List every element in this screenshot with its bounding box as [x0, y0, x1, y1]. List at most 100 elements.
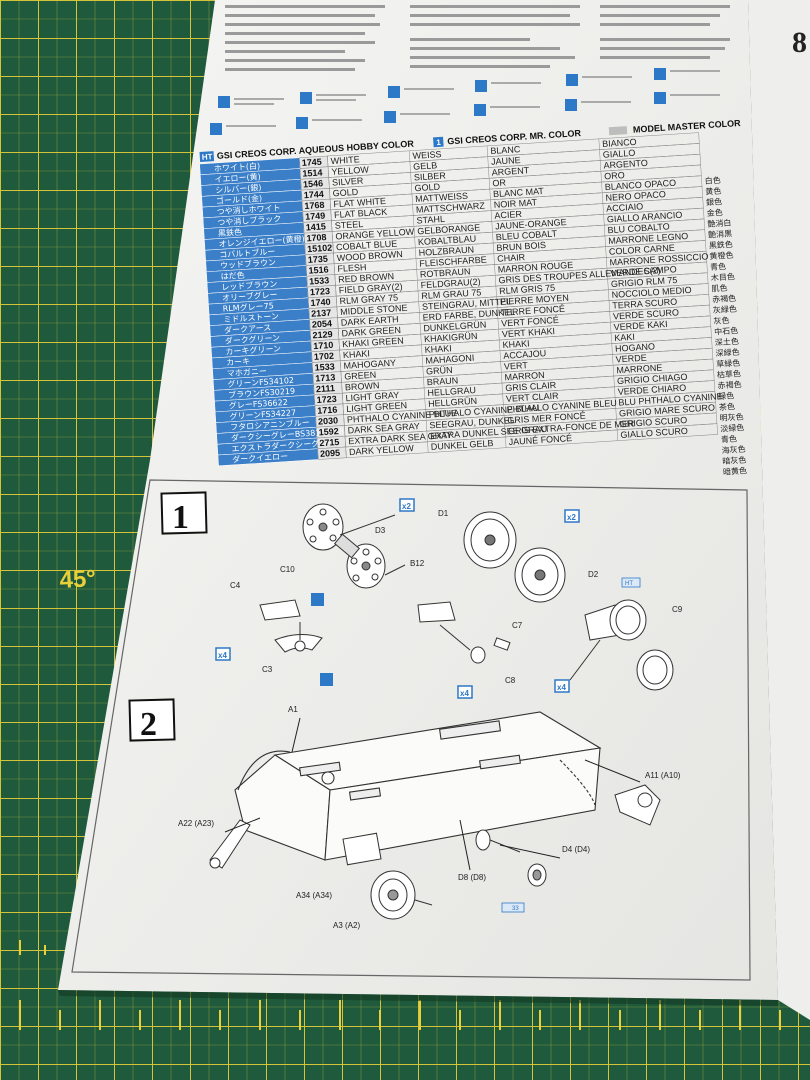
paint-jp: グレーFS36622	[229, 397, 289, 411]
paint-en: FIELD GRAY(2)	[339, 281, 403, 295]
paint-code: 2111	[316, 383, 336, 394]
legend-icon-3	[388, 86, 400, 98]
qty-x4-a: x4	[218, 651, 227, 660]
paint-code: 1710	[313, 340, 334, 351]
qty-x4-icon-a	[215, 647, 231, 661]
label-d3: D3	[375, 526, 386, 535]
paint-code: 1716	[317, 405, 338, 416]
step1-number: 1	[172, 499, 189, 536]
paint-en: KHAKI	[343, 348, 371, 360]
right-jp-label: 中石色	[714, 325, 739, 336]
paint-de: BRAUN	[426, 375, 458, 387]
paint-code: 1749	[305, 211, 326, 222]
label-d2: D2	[588, 570, 599, 579]
legend-icon-7	[210, 123, 222, 135]
paint-de: GRÜN	[426, 365, 453, 377]
paint-it: GIALLO ARANCIO	[607, 210, 683, 225]
right-jp-label: 灰緑色	[713, 304, 738, 315]
paint-en: YELLOW	[331, 164, 370, 176]
paint-fr: MARRON	[504, 370, 545, 382]
paint-de: MATTSCHWARZ	[416, 200, 486, 214]
paint-code: 1713	[315, 372, 336, 383]
paint-de: KOBALTBLAU	[418, 234, 477, 248]
paint-it: GRIGIO CHIAGO	[617, 372, 688, 386]
paint-code: 1740	[310, 297, 331, 308]
paint-de: KHAKI	[424, 343, 452, 355]
paint-it: VERDE	[615, 353, 647, 365]
paint-callout-icon-a	[311, 593, 324, 606]
paint-en: FLAT WHITE	[333, 196, 386, 209]
qty-x4-icon-b	[457, 685, 473, 699]
legend-icon-12	[654, 92, 666, 104]
paint-jp: グリーンFS34227	[229, 407, 296, 421]
paint-en: DARK YELLOW	[349, 443, 415, 457]
paint-fr: VERT	[504, 360, 529, 372]
paint-code: 2129	[312, 329, 333, 340]
paint-fr: VERT KHAKI	[502, 326, 556, 339]
paint-jp: グリーンFS34102	[227, 375, 294, 389]
mr-marker: 1	[436, 138, 442, 147]
parts-c7-c8	[417, 601, 511, 664]
paint-de: KHAKIGRÜN	[424, 331, 478, 344]
paint-jp: カーキ	[226, 357, 251, 367]
qty-x2-icon-a	[399, 498, 415, 512]
legend-icon-5	[566, 74, 578, 86]
paint-jp: オリーブグレー	[222, 289, 278, 302]
paint-fr: OR	[492, 177, 507, 188]
header-marker: HT	[202, 152, 213, 162]
label-b12: B12	[410, 559, 425, 568]
paint-en: DARK SEA GRAY	[347, 421, 420, 436]
paint-code: 1723	[310, 286, 331, 297]
paint-de: SILBER	[414, 170, 447, 182]
paint-code: 1768	[304, 200, 325, 211]
paint-de: STAHL	[416, 214, 445, 226]
paint-callout-icon-d	[501, 902, 525, 913]
paint-en: GOLD	[332, 187, 359, 199]
right-jp-label: 青色	[710, 261, 727, 272]
paint-it: NERO OPACO	[605, 189, 666, 203]
paint-it: VERDE SCURO	[613, 307, 680, 321]
paint-jp: ブラウンFS30219	[228, 386, 295, 400]
hull-a1	[234, 711, 602, 861]
paint-en: MIDDLE STONE	[340, 303, 408, 317]
paint-en: LIGHT GRAY	[345, 390, 399, 403]
paint-jp: ダークグリーン	[224, 332, 280, 345]
right-jp-label: 暗灰色	[722, 454, 747, 465]
paint-fr: GRIS MER FONCÉ	[507, 411, 586, 426]
label-c8: C8	[505, 676, 516, 685]
paint-de: FELDGRAU(2)	[420, 277, 481, 291]
qty-x2-b: x2	[567, 513, 576, 522]
paint-en: STEEL	[334, 219, 363, 231]
legend-icon-1	[218, 96, 230, 108]
paint-jp: レッドブラウン	[221, 278, 278, 291]
label-a1: A1	[288, 705, 298, 714]
paint-fr: RLM GRIS 75	[499, 283, 556, 296]
paint-en: DARK EARTH	[341, 314, 399, 328]
paint-fr: JAUNE-ORANGE	[495, 217, 567, 231]
paint-fr: BRUN BOIS	[496, 240, 546, 253]
right-jp-label: 黄橙色	[709, 250, 734, 261]
paint-jp: つや消しブラック	[217, 213, 282, 227]
part-a22	[209, 819, 251, 869]
paint-fr: JAUNE	[491, 155, 521, 167]
paint-code: 1533	[309, 275, 330, 286]
paint-fr: JAUNÉ FONCÉ	[508, 433, 572, 447]
paint-en: MAHOGANY	[343, 358, 396, 371]
label-a22: A22 (A23)	[178, 819, 214, 828]
paint-jp: ダークイエロー	[232, 451, 288, 464]
paint-callout-text-c: HT	[625, 581, 633, 587]
right-jp-label: 赤褐色	[717, 379, 742, 390]
paint-en: RED BROWN	[338, 271, 395, 284]
paint-it: BLU COBALTO	[607, 221, 670, 235]
top-notes-block	[225, 5, 730, 71]
paint-fr: TERRE FONCÉ	[500, 304, 565, 318]
